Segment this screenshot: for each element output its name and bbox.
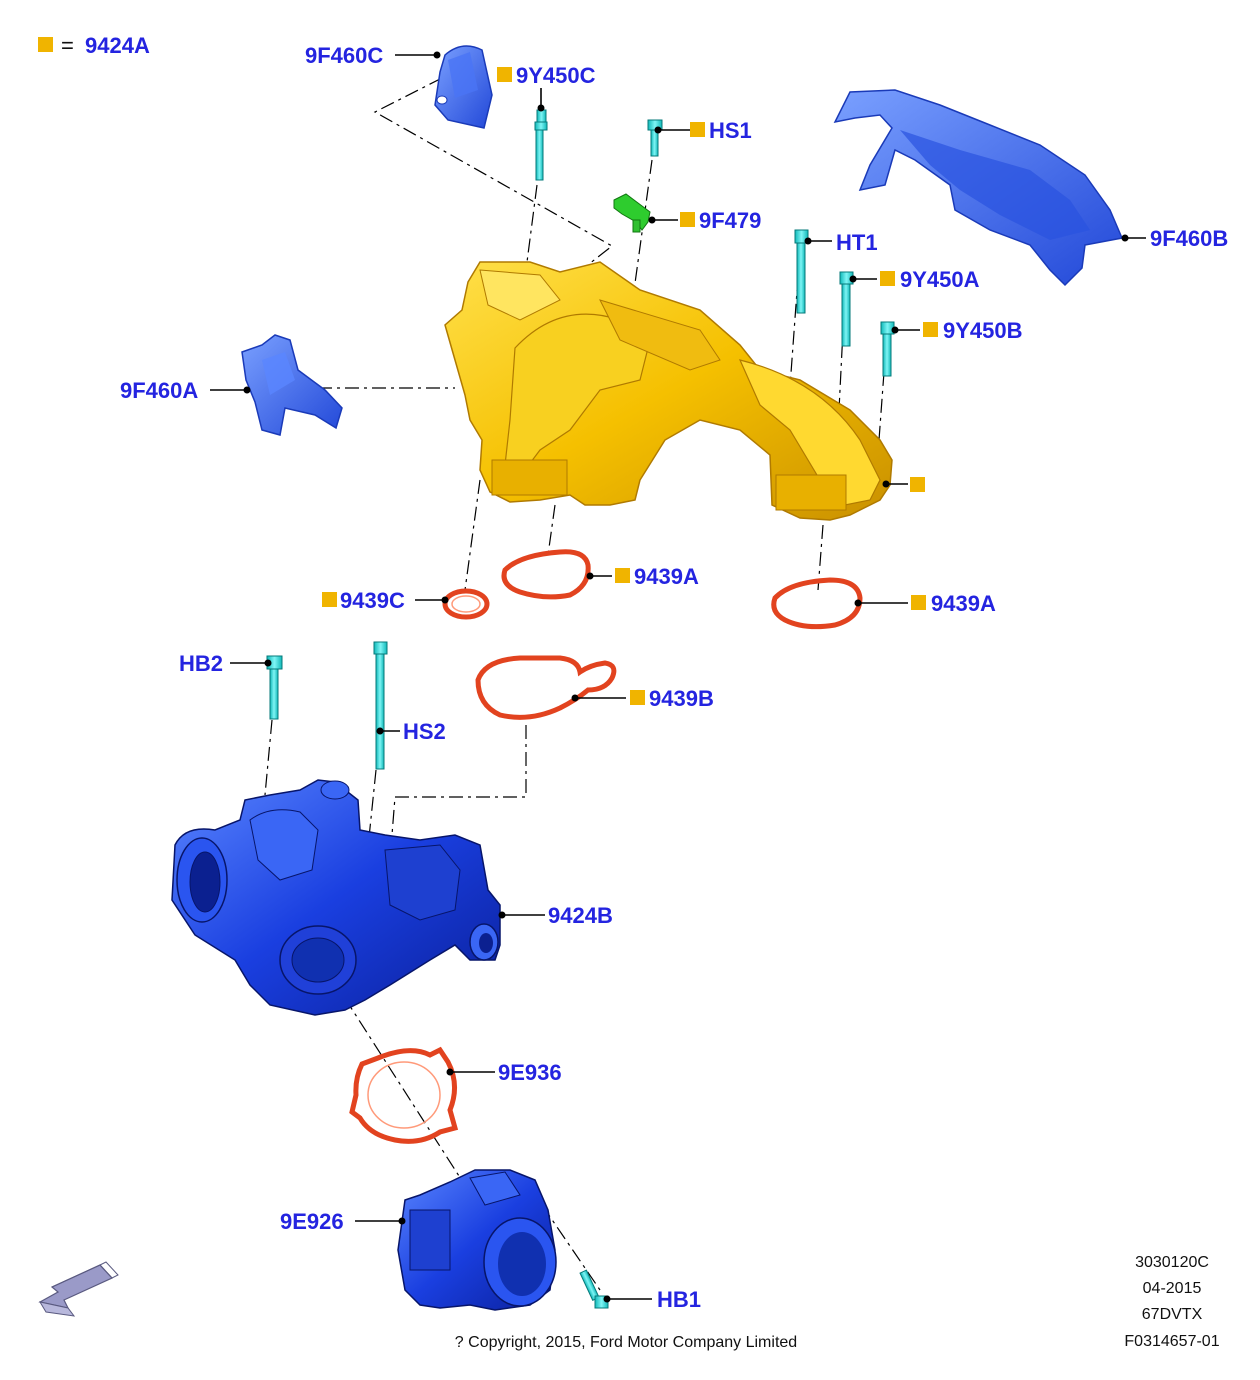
legend: = 9424A (38, 33, 150, 58)
label-HS2[interactable]: HS2 (403, 719, 446, 744)
label-9F479[interactable]: 9F479 (699, 208, 761, 233)
reference-line-1: 3030120C (1135, 1254, 1209, 1271)
label-9439A-left[interactable]: 9439A (634, 564, 699, 589)
sensor-9F479[interactable] (613, 193, 651, 233)
label-9424B[interactable]: 9424B (548, 903, 613, 928)
marker-square-icon (910, 477, 925, 492)
marker-square-icon (497, 67, 512, 82)
gasket-9E936[interactable] (349, 1046, 459, 1144)
bolt-HS1[interactable] (647, 119, 663, 157)
label-9E926[interactable]: 9E926 (280, 1209, 344, 1234)
gasket-9439A-right[interactable] (771, 577, 863, 630)
bolt-HB2[interactable] (266, 655, 283, 720)
label-9Y450B[interactable]: 9Y450B (943, 318, 1023, 343)
part-labels: 9F460C 9Y450C HS1 9F479 HT1 9Y450A 9Y450… (120, 43, 1228, 1312)
heat-shield-9F460B[interactable] (833, 89, 1124, 287)
leader-lines (210, 51, 1146, 1303)
marker-square-icon (630, 690, 645, 705)
label-9439B[interactable]: 9439B (649, 686, 714, 711)
legend-markers (322, 67, 938, 705)
marker-square-icon (690, 122, 705, 137)
reference-line-4: F0314657-01 (1124, 1333, 1219, 1350)
label-9Y450A[interactable]: 9Y450A (900, 267, 980, 292)
marker-square-icon (880, 271, 895, 286)
bolt-HS2[interactable] (373, 641, 388, 770)
orientation-arrow-icon (38, 1261, 119, 1317)
reference-line-3: 67DVTX (1142, 1306, 1203, 1323)
housing-9424B[interactable] (171, 779, 501, 1016)
gasket-9439C[interactable] (442, 588, 490, 620)
marker-square-icon (322, 592, 337, 607)
bolt-9Y450B[interactable] (880, 321, 895, 377)
label-HB1[interactable]: HB1 (657, 1287, 701, 1312)
copyright: ? Copyright, 2015, Ford Motor Company Li… (455, 1334, 797, 1351)
bolt-9Y450C[interactable] (534, 109, 548, 181)
heat-shield-9F460A[interactable] (241, 334, 343, 436)
label-9E936[interactable]: 9E936 (498, 1060, 562, 1085)
marker-square-icon (615, 568, 630, 583)
intake-manifold-9424A[interactable] (444, 261, 893, 521)
reference-block: 3030120C 04-2015 67DVTX F0314657-01 (1124, 1254, 1219, 1350)
legend-part: 9424A (85, 33, 150, 58)
label-HB2[interactable]: HB2 (179, 651, 223, 676)
throttle-body-9E926[interactable] (397, 1169, 557, 1311)
label-HS1[interactable]: HS1 (709, 118, 752, 143)
label-9Y450C[interactable]: 9Y450C (516, 63, 596, 88)
marker-square-icon (911, 595, 926, 610)
gasket-9439B[interactable] (475, 655, 617, 720)
assembly-lines (264, 77, 887, 1291)
label-9F460A[interactable]: 9F460A (120, 378, 198, 403)
marker-square-icon (680, 212, 695, 227)
label-9439A-right[interactable]: 9439A (931, 591, 996, 616)
legend-square-icon (38, 37, 53, 52)
bolt-HB1[interactable] (579, 1269, 609, 1309)
label-9439C[interactable]: 9439C (340, 588, 405, 613)
label-HT1[interactable]: HT1 (836, 230, 878, 255)
gasket-9439A-left[interactable] (501, 549, 591, 600)
label-9F460B[interactable]: 9F460B (1150, 226, 1228, 251)
marker-square-icon (923, 322, 938, 337)
bolt-9Y450A[interactable] (839, 271, 854, 347)
legend-equals: = (61, 33, 74, 58)
label-9F460C[interactable]: 9F460C (305, 43, 383, 68)
reference-line-2: 04-2015 (1143, 1280, 1202, 1297)
heat-shield-9F460C[interactable] (434, 45, 493, 129)
